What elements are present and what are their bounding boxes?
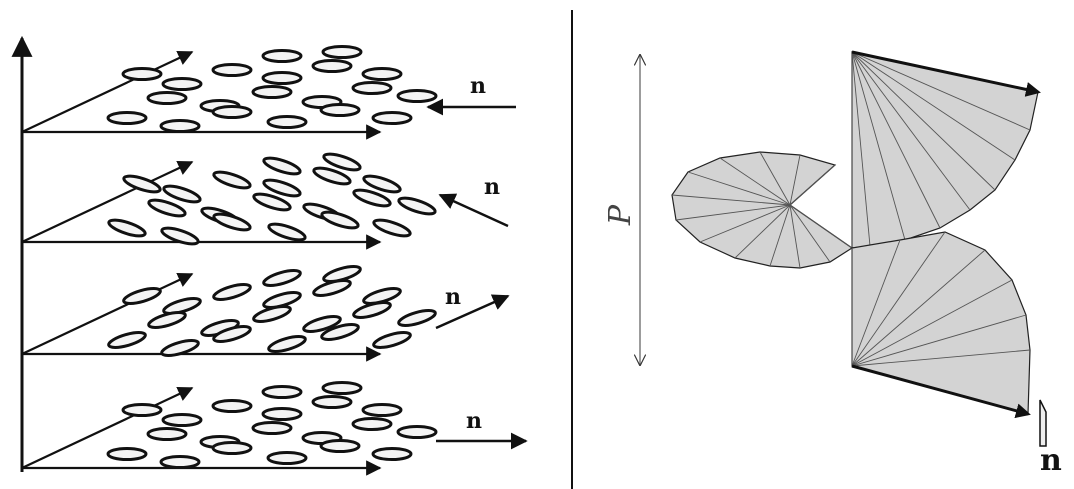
molecule (251, 421, 293, 435)
molecule (362, 174, 402, 194)
molecule (121, 67, 163, 81)
layered-director-panel: n n n n (11, 35, 528, 476)
molecule (106, 111, 148, 125)
molecule (160, 339, 200, 357)
molecule (397, 196, 437, 216)
molecule (211, 441, 253, 455)
molecule (262, 178, 302, 198)
molecule (261, 49, 303, 63)
molecule (146, 91, 188, 105)
layer-y-axis (21, 272, 194, 355)
molecule (266, 115, 308, 129)
layer-y-axis (21, 50, 194, 133)
molecule (160, 226, 200, 246)
helix-bottom-fan (851, 231, 1031, 415)
molecule (212, 283, 252, 301)
bottom-director-label: n (1040, 443, 1062, 478)
molecule (351, 417, 393, 431)
molecule (361, 403, 403, 417)
layer-1: n (21, 45, 516, 140)
molecule (159, 455, 201, 469)
molecule (212, 212, 252, 232)
molecule (252, 305, 292, 323)
molecule (372, 331, 412, 349)
bottom-director-arrow (851, 364, 1031, 419)
molecule (211, 105, 253, 119)
molecule (361, 67, 403, 81)
layer-y-axis (21, 386, 194, 469)
molecule (261, 407, 303, 421)
molecule (107, 218, 147, 238)
molecule (319, 103, 361, 117)
molecule (122, 174, 162, 194)
director-label: n (470, 73, 486, 99)
molecule (261, 385, 303, 399)
layer-2: n (21, 152, 509, 250)
molecule (322, 265, 362, 283)
molecule (212, 170, 252, 190)
helix-left-fan (671, 151, 854, 269)
molecule (321, 381, 363, 395)
molecule (352, 188, 392, 208)
molecule (211, 63, 253, 77)
molecule (397, 309, 437, 327)
molecule (146, 427, 188, 441)
molecule (396, 425, 438, 439)
pitch-label: P (603, 204, 638, 226)
molecule (321, 45, 363, 59)
molecule (262, 156, 302, 176)
director-label: n (445, 284, 461, 310)
top-director-arrow (851, 50, 1041, 97)
molecule (372, 218, 412, 238)
director-arrow-up-right (435, 294, 510, 330)
molecule (320, 210, 360, 230)
helix-panel: P n (603, 50, 1062, 478)
molecule (162, 297, 202, 315)
helix-top-fan (851, 51, 1039, 249)
molecule (302, 315, 342, 333)
molecule (371, 447, 413, 461)
molecule (261, 71, 303, 85)
molecule (161, 413, 203, 427)
layer-y-axis (21, 160, 194, 243)
molecule (121, 403, 163, 417)
molecule (212, 325, 252, 343)
molecule (107, 331, 147, 349)
molecule (147, 198, 187, 218)
molecule (351, 81, 393, 95)
layer-3: n (21, 265, 510, 362)
molecule (106, 447, 148, 461)
molecule (352, 301, 392, 319)
director-label: n (484, 174, 500, 200)
director-tip-icon (1039, 399, 1047, 447)
molecule (251, 85, 293, 99)
molecule (320, 323, 360, 341)
molecule (267, 335, 307, 353)
molecule (311, 395, 353, 409)
molecule (266, 451, 308, 465)
molecule (252, 192, 292, 212)
molecule (322, 152, 362, 172)
director-arrow-up-left (438, 193, 509, 228)
molecule (311, 59, 353, 73)
molecule (211, 399, 253, 413)
molecule (319, 439, 361, 453)
layer-4: n (21, 381, 528, 476)
molecule (312, 166, 352, 186)
molecule (122, 287, 162, 305)
molecule (371, 111, 413, 125)
molecule (161, 77, 203, 91)
molecule (147, 311, 187, 329)
molecule (396, 89, 438, 103)
molecule (159, 119, 201, 133)
molecule (267, 222, 307, 242)
molecule (162, 184, 202, 204)
molecule (262, 269, 302, 287)
helix-surface (671, 51, 1039, 415)
director-label: n (466, 408, 482, 434)
